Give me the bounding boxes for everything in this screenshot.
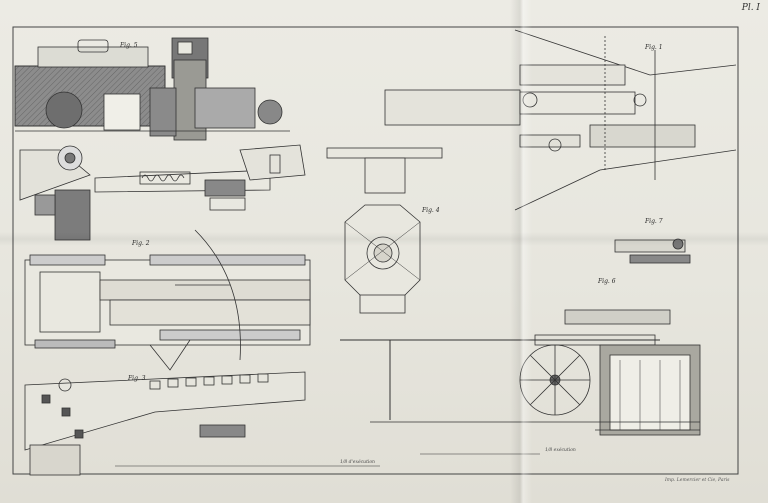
- engraver-caption: Imp. Lemercier et Cie, Paris: [665, 478, 730, 483]
- figure-3-label: Fig. 3: [128, 375, 146, 382]
- figure-5-drawing: [14, 37, 306, 241]
- figure-2-label: Fig. 2: [132, 240, 150, 247]
- figure-3-drawing: [24, 371, 380, 476]
- figure-6-label: Fig. 6: [598, 278, 616, 285]
- plate-border: [12, 26, 739, 475]
- figure-1-drawing: [384, 29, 737, 211]
- figure-5-label: Fig. 5: [120, 42, 138, 49]
- scale-label-right: 1/8 exécution: [545, 448, 576, 453]
- figure-4-drawing: [326, 147, 443, 314]
- horizontal-fold: [0, 232, 768, 246]
- figure-7-label: Fig. 7: [645, 218, 663, 225]
- scale-label-left: 1/8 d'exécution: [340, 460, 375, 465]
- plate-number: Pl. I: [741, 3, 760, 13]
- vertical-fold: [510, 0, 532, 503]
- figure-7-drawing: [614, 238, 691, 264]
- figure-4-label: Fig. 4: [422, 207, 440, 214]
- figure-1-label: Fig. 1: [645, 44, 663, 51]
- figure-2-drawing: [24, 229, 311, 371]
- figure-6-drawing: [340, 309, 701, 455]
